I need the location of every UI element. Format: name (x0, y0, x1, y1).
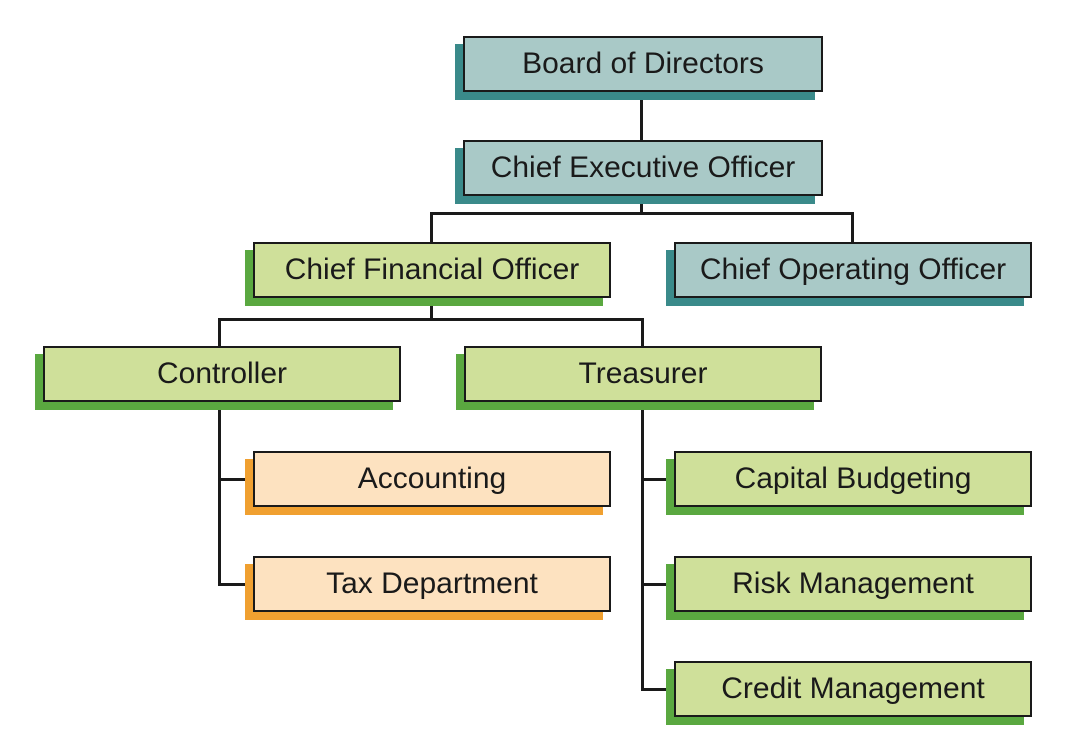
node-label: Controller (156, 357, 288, 390)
connector-to-credit-management (641, 688, 677, 691)
node-board-of-directors: Board of Directors (463, 36, 823, 92)
connector-finance-horizontal (218, 318, 644, 321)
node-credit-management: Credit Management (674, 661, 1032, 717)
node-ceo: Chief Executive Officer (463, 140, 823, 196)
node-capital-budgeting: Capital Budgeting (674, 451, 1032, 507)
connector-to-cfo (430, 212, 433, 242)
connector-to-capital-budgeting (641, 478, 677, 481)
node-label: Risk Management (732, 567, 974, 600)
connector-to-coo (851, 212, 854, 242)
node-label: Credit Management (721, 672, 985, 705)
node-label: Chief Executive Officer (490, 151, 796, 184)
node-label: Chief Financial Officer (284, 253, 580, 286)
connector-treasurer-trunk (641, 402, 644, 691)
connector-controller-trunk (218, 402, 221, 586)
connector-to-risk-management (641, 583, 677, 586)
node-controller: Controller (43, 346, 401, 402)
connector-to-treasurer (641, 318, 644, 348)
node-label: Accounting (357, 462, 507, 495)
node-label: Board of Directors (522, 47, 764, 80)
connector-to-tax (218, 583, 254, 586)
node-treasurer: Treasurer (464, 346, 822, 402)
connector-to-accounting (218, 478, 254, 481)
node-label: Capital Budgeting (734, 462, 972, 495)
node-risk-management: Risk Management (674, 556, 1032, 612)
node-label: Tax Department (326, 567, 538, 600)
connector-exec-horizontal (430, 212, 854, 215)
connector-ceo-down (640, 194, 643, 214)
connector-cfo-down (430, 298, 433, 320)
node-tax-department: Tax Department (253, 556, 611, 612)
connector-board-ceo (640, 90, 643, 142)
node-accounting: Accounting (253, 451, 611, 507)
connector-to-controller (218, 318, 221, 348)
node-label: Treasurer (578, 357, 708, 390)
node-cfo: Chief Financial Officer (253, 242, 611, 298)
node-coo: Chief Operating Officer (674, 242, 1032, 298)
node-label: Chief Operating Officer (699, 253, 1007, 286)
